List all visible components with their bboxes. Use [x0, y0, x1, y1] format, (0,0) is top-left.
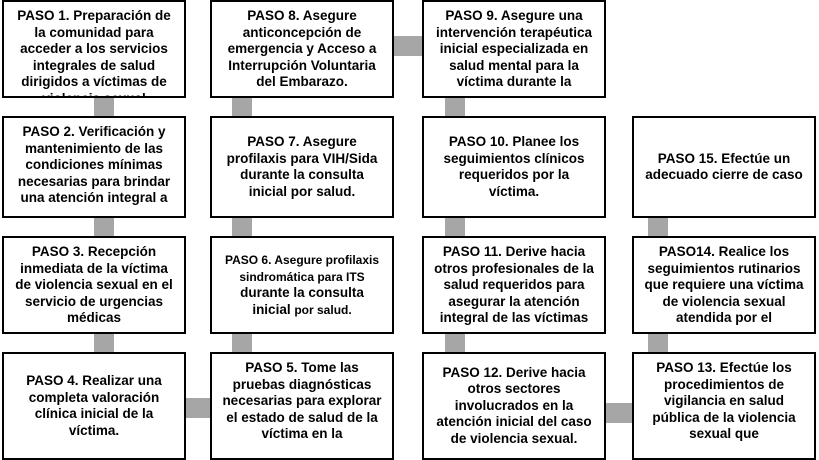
step-14-box: PASO14. Realice los seguimientos rutinar…: [632, 236, 816, 334]
step-13-text: PASO 13. Efectúe los procedimientos de v…: [652, 360, 796, 441]
connector-11-12: [445, 332, 465, 354]
connector-6-7: [232, 216, 252, 238]
step-3-box: PASO 3. Recepción inmediata de la víctim…: [2, 236, 186, 334]
step-12-text: PASO 12. Derive hacia otros sectores inv…: [436, 364, 592, 446]
connector-5-6: [232, 332, 252, 354]
connector-3-4: [94, 332, 114, 354]
connector-4-5: [183, 398, 213, 418]
connector-10-11: [445, 216, 465, 238]
step-7-text: PASO 7. Asegure profilaxis para VIH/Sida…: [226, 134, 378, 199]
step-11-box: PASO 11. Derive hacia otros profesionale…: [422, 236, 606, 334]
step-7-box: PASO 7. Asegure profilaxis para VIH/Sida…: [210, 116, 394, 218]
step-6-text: PASO 6. Asegure profilaxis sindromática …: [220, 252, 384, 318]
step-6-tail: por salud.: [294, 302, 352, 317]
step-5-text: PASO 5. Tome las pruebas diagnósticas ne…: [222, 360, 382, 441]
step-2-text: PASO 2. Verificación y mantenimiento de …: [17, 124, 171, 205]
step-6-mid: durante la consulta inicial: [240, 285, 364, 317]
step-4-box: PASO 4. Realizar una completa valoración…: [2, 352, 186, 460]
step-15-box: PASO 15. Efectúe un adecuado cierre de c…: [632, 116, 816, 218]
step-9-text: PASO 9. Asegure una intervención terapéu…: [435, 8, 593, 89]
connector-1-2: [94, 96, 114, 118]
connector-13-14: [648, 332, 668, 354]
step-6-head: PASO 6. Asegure profilaxis sindromática …: [224, 253, 380, 284]
step-2-box: PASO 2. Verificación y mantenimiento de …: [2, 116, 186, 218]
step-8-text: PASO 8. Asegure anticoncepción de emerge…: [227, 8, 377, 89]
step-6-box: PASO 6. Asegure profilaxis sindromática …: [210, 236, 394, 334]
step-4-text: PASO 4. Realizar una completa valoración…: [26, 373, 162, 438]
step-10-text: PASO 10. Planee los seguimientos clínico…: [443, 134, 585, 199]
connector-2-3: [94, 216, 114, 238]
step-1-box: PASO 1. Preparación de la comunidad para…: [2, 0, 186, 98]
step-12-box: PASO 12. Derive hacia otros sectores inv…: [422, 352, 606, 460]
connector-14-15: [648, 216, 668, 238]
step-14-text: PASO14. Realice los seguimientos rutinar…: [644, 244, 804, 325]
step-9-box: PASO 9. Asegure una intervención terapéu…: [422, 0, 606, 98]
step-1-text: PASO 1. Preparación de la comunidad para…: [17, 8, 171, 98]
step-15-text: PASO 15. Efectúe un adecuado cierre de c…: [645, 150, 803, 183]
step-13-box: PASO 13. Efectúe los procedimientos de v…: [632, 352, 816, 460]
step-3-text: PASO 3. Recepción inmediata de la víctim…: [15, 244, 173, 325]
step-5-box: PASO 5. Tome las pruebas diagnósticas ne…: [210, 352, 394, 460]
connector-9-10: [445, 96, 465, 118]
connector-12-13: [605, 403, 635, 423]
connector-7-8: [232, 96, 252, 118]
connector-8-9: [392, 36, 424, 56]
step-10-box: PASO 10. Planee los seguimientos clínico…: [422, 116, 606, 218]
step-11-text: PASO 11. Derive hacia otros profesionale…: [434, 244, 594, 325]
step-8-box: PASO 8. Asegure anticoncepción de emerge…: [210, 0, 394, 98]
